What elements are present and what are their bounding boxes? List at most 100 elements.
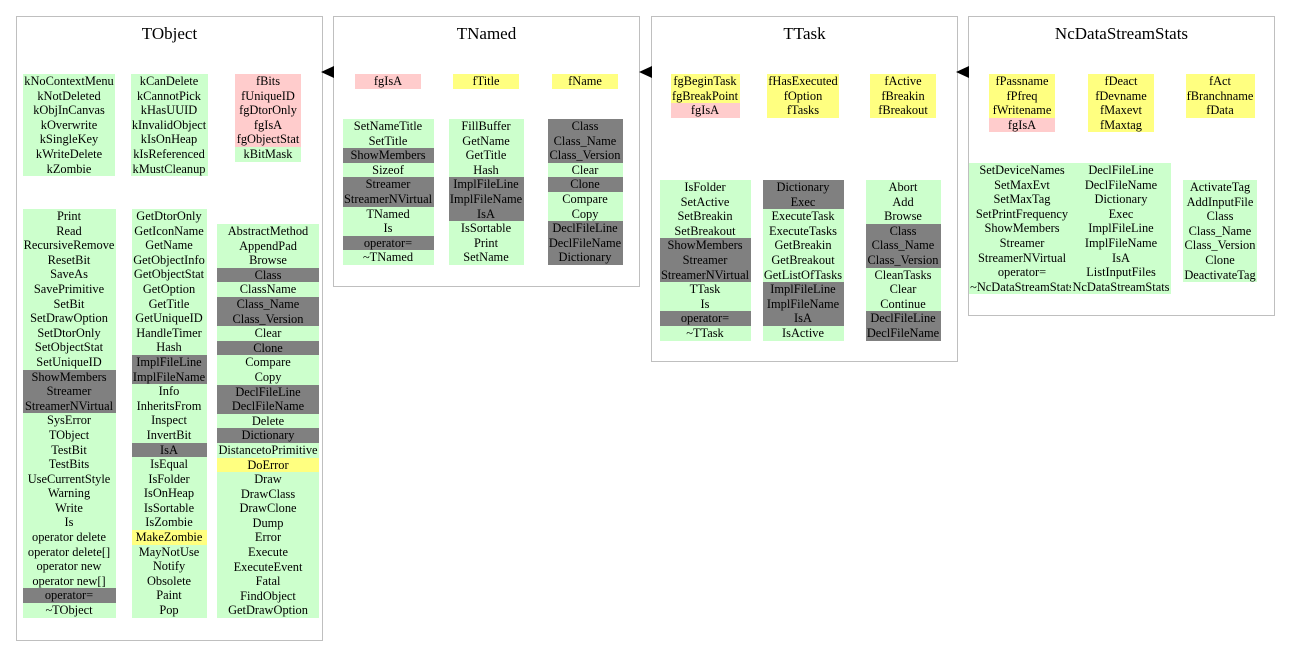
class-title: TNamed (456, 24, 517, 43)
member-cell: kMustCleanup (130, 161, 208, 177)
member-cell: kSingleKey (23, 132, 115, 147)
member-cell: GetTitle (131, 296, 207, 312)
member-cell: SetMaxTag (969, 192, 1075, 207)
class-title: TObject (141, 24, 198, 43)
member-cell: ImplFileLine (1071, 221, 1171, 236)
member-cell: Browse (865, 209, 941, 224)
member-cell: Is (342, 221, 434, 236)
member-cell: Class_Version (217, 311, 319, 327)
member-cell: SetPrintFrequency (969, 206, 1075, 222)
member-cell: Delete (217, 413, 319, 429)
member-cell: ShowMembers (22, 369, 116, 385)
member-cell: kCanDelete (130, 74, 208, 89)
member-cell: ShowMembers (342, 148, 434, 163)
member-cell: kOverwrite (23, 117, 115, 133)
member-cell: MakeZombie (131, 530, 207, 545)
member-cell: operator= (969, 265, 1075, 280)
member-cell: Streamer (22, 384, 116, 399)
member-cell: Warning (22, 486, 116, 501)
member-cell: TObject (22, 427, 116, 443)
member-cell: GetName (448, 133, 524, 149)
class-title: NcDataStreamStats (1054, 24, 1189, 43)
member-cell: kIsOnHeap (130, 132, 208, 147)
member-cell: IsSortable (448, 221, 524, 236)
member-cell: kObjInCanvas (23, 103, 115, 118)
member-cell: Error (217, 530, 319, 546)
member-cell: TestBits (22, 457, 116, 472)
member-cell: DeclFileName (217, 399, 319, 414)
member-cell: ~TTask (659, 325, 751, 341)
member-cell: Dictionary (1071, 192, 1171, 207)
member-cell: Class (547, 119, 623, 134)
member-cell: ShowMembers (659, 238, 751, 253)
member-cell: ShowMembers (969, 221, 1075, 236)
member-cell: StreamerNVirtual (969, 250, 1075, 266)
member-cell: fgIsA (355, 74, 421, 89)
member-cell: SetObjectStat (22, 340, 116, 355)
member-cell: StreamerNVirtual (659, 267, 751, 283)
member-cell: IsA (131, 442, 207, 458)
member-cell: fHasExecuted (767, 74, 839, 89)
member-cell: Continue (865, 296, 941, 312)
member-cell: Exec (1071, 206, 1171, 222)
member-cell: DeclFileName (865, 325, 941, 341)
member-cell: IsEqual (131, 457, 207, 472)
member-cell: SaveAs (22, 267, 116, 282)
member-cell: ExecuteTasks (762, 223, 844, 239)
member-cell: GetIconName (131, 223, 207, 239)
member-cell: Hash (131, 340, 207, 355)
member-cell: Dictionary (762, 180, 844, 195)
member-cell: Sizeof (342, 162, 434, 178)
member-cell: fDeact (1088, 74, 1154, 89)
member-cell: SetBreakin (659, 209, 751, 224)
member-cell: fgBreakPoint (670, 88, 740, 104)
member-cell: ~NcDataStreamStats (969, 279, 1075, 295)
member-cell: SetTitle (342, 133, 434, 149)
member-cell: kZombie (23, 161, 115, 177)
member-cell: TNamed (342, 206, 434, 222)
member-cell: DeclFileLine (547, 221, 623, 236)
member-cell: StreamerNVirtual (22, 398, 116, 414)
member-cell: AppendPad (217, 238, 319, 254)
member-cell: ImplFileLine (762, 282, 844, 297)
member-cell: ImplFileName (1071, 235, 1171, 251)
member-cell: kNoContextMenu (23, 74, 115, 89)
member-cell: SetBit (22, 296, 116, 312)
member-cell: Clear (217, 326, 319, 341)
member-column: fName (525, 74, 645, 89)
member-cell: operator= (659, 311, 751, 326)
member-cell: Clone (1183, 252, 1257, 268)
member-cell: SetBreakout (659, 223, 751, 239)
member-cell: operator new (22, 559, 116, 574)
member-cell: MayNotUse (131, 544, 207, 560)
member-cell: DeclFileName (1071, 177, 1171, 193)
member-cell: kIsReferenced (130, 146, 208, 162)
member-cell: Class_Name (547, 133, 623, 149)
member-cell: SetDtorOnly (22, 325, 116, 341)
member-cell: Compare (217, 355, 319, 370)
member-cell: GetListOfTasks (762, 267, 844, 283)
member-cell: ImplFileLine (448, 177, 524, 192)
member-cell: Class_Version (865, 252, 941, 268)
inheritance-arrow (321, 66, 334, 78)
member-cell: kWriteDelete (23, 146, 115, 162)
member-cell: ActivateTag (1183, 180, 1257, 195)
member-cell: Hash (448, 162, 524, 178)
member-cell: Clone (547, 177, 623, 192)
member-cell: kBitMask (235, 146, 301, 162)
member-cell: Streamer (342, 177, 434, 192)
member-cell: ~TNamed (342, 250, 434, 265)
member-cell: Compare (547, 191, 623, 207)
member-cell: Fatal (217, 574, 319, 589)
member-cell: SetDeviceNames (969, 163, 1075, 178)
